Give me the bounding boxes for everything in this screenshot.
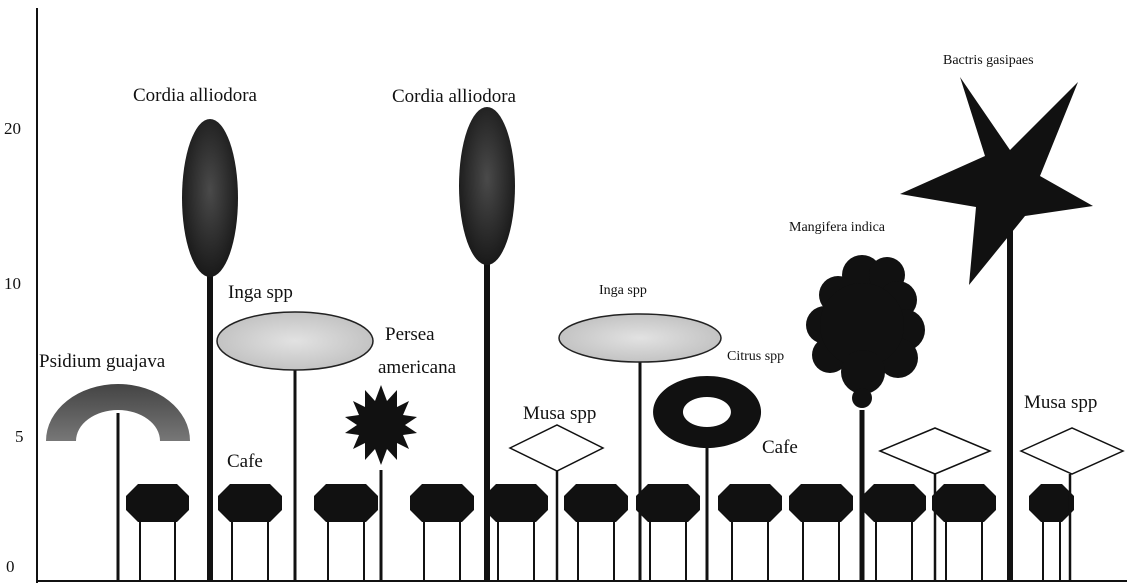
musa-crown <box>880 428 990 474</box>
label-cafe-1: Cafe <box>227 451 263 472</box>
musa-plant-3: Musa spp <box>1021 392 1123 581</box>
cafe-shrub <box>410 484 474 522</box>
cafe-shrub <box>636 484 700 522</box>
label-musa-1: Musa spp <box>523 403 596 424</box>
cordia-crown <box>459 107 515 265</box>
cafe-shrub <box>718 484 782 522</box>
cafe-shrub <box>1029 484 1074 522</box>
cafe-shrub <box>862 484 926 522</box>
citrus-crown <box>653 376 761 448</box>
label-persea-line-1: Persea <box>385 324 435 345</box>
musa-crown <box>1021 428 1123 474</box>
inga-crown <box>217 312 373 370</box>
y-tick-label: 10 <box>4 274 21 293</box>
label-cordia-alliodora-1: Cordia alliodora <box>133 85 258 106</box>
y-tick-label: 0 <box>6 557 15 576</box>
inga-crown <box>559 314 721 362</box>
bactris-crown <box>900 77 1093 285</box>
label-mangifera-indica: Mangifera indica <box>789 220 886 235</box>
cafe-shrub <box>126 484 189 522</box>
label-musa-2: Musa spp <box>1024 392 1097 413</box>
label-citrus: Citrus spp <box>727 349 784 364</box>
cafe-shrub <box>564 484 628 522</box>
persea-americana-tree: Persea americana <box>345 324 457 581</box>
cafe-shrub <box>218 484 282 522</box>
mangifera-indica-tree: Mangifera indica <box>789 220 925 581</box>
label-bactris-gasipaes: Bactris gasipaes <box>943 53 1034 68</box>
cafe-shrub <box>932 484 996 522</box>
label-cordia-alliodora-2: Cordia alliodora <box>392 86 517 107</box>
label-inga-1: Inga spp <box>228 282 293 303</box>
cordia-crown <box>182 119 238 277</box>
mangifera-crown <box>806 255 925 408</box>
y-tick-label: 20 <box>4 119 21 138</box>
musa-crown <box>510 425 603 471</box>
y-tick-label: 5 <box>15 427 24 446</box>
cafe-crowns <box>126 484 1074 522</box>
label-inga-2: Inga spp <box>599 283 647 298</box>
cafe-shrub <box>484 484 548 522</box>
citrus-tree: Citrus spp <box>653 349 784 581</box>
label-cafe-2: Cafe <box>762 437 798 458</box>
label-persea-line-2: americana <box>378 357 457 378</box>
psidium-guajava-tree: Psidium guajava <box>39 351 190 581</box>
cafe-shrub <box>314 484 378 522</box>
cafe-shrub <box>789 484 853 522</box>
persea-crown <box>345 385 417 465</box>
label-psidium-guajava: Psidium guajava <box>39 351 166 372</box>
